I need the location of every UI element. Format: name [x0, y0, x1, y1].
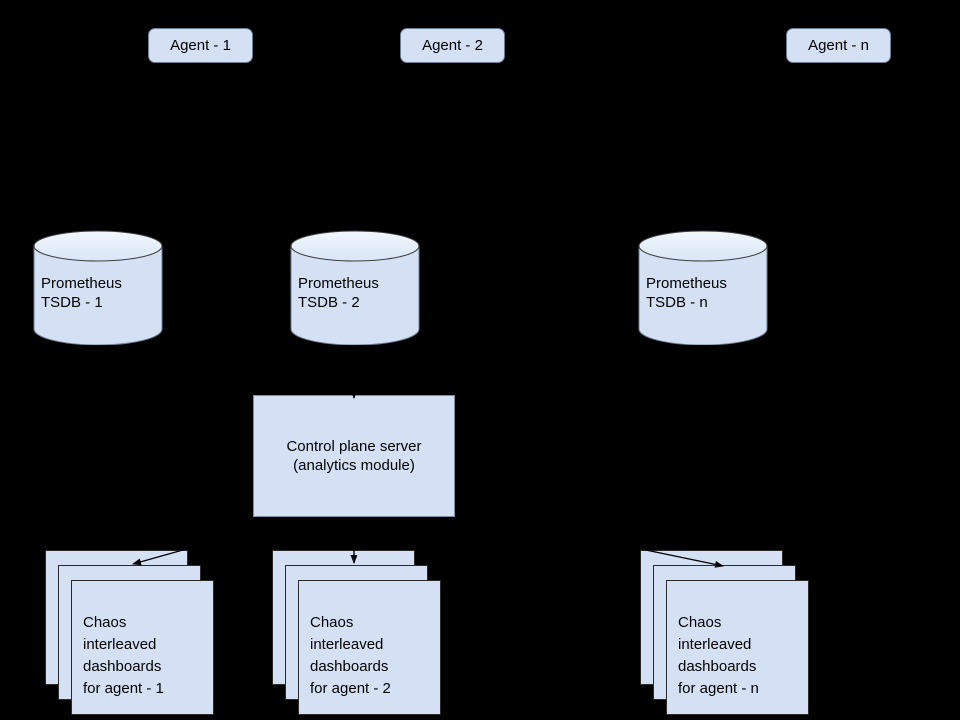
agent-label-1: Agent - 1: [170, 37, 231, 54]
agent-label-n: Agent - n: [808, 37, 869, 54]
cylinder-icon: [33, 230, 163, 345]
database-cylinder-1[interactable]: Prometheus TSDB - 1: [33, 230, 163, 345]
dashboard-card-front: [71, 580, 214, 715]
agent-box-n[interactable]: Agent - n: [786, 28, 891, 63]
dashboard-card-front: [666, 580, 809, 715]
dashboard-stack-2[interactable]: Chaos interleaved dashboards for agent -…: [272, 550, 447, 715]
agent-box-2[interactable]: Agent - 2: [400, 28, 505, 63]
control-plane-line-1: Control plane server: [286, 438, 422, 455]
agent-label-2: Agent - 2: [422, 37, 483, 54]
dashboard-stack-n[interactable]: Chaos interleaved dashboards for agent -…: [640, 550, 815, 715]
agent-box-1[interactable]: Agent - 1: [148, 28, 253, 63]
dashboard-card-front: [298, 580, 441, 715]
dashboard-stack-1[interactable]: Chaos interleaved dashboards for agent -…: [45, 550, 220, 715]
database-cylinder-n[interactable]: Prometheus TSDB - n: [638, 230, 768, 345]
cylinder-icon: [638, 230, 768, 345]
cylinder-icon: [290, 230, 420, 345]
control-plane-server-box[interactable]: Control plane server (analytics module): [253, 395, 455, 517]
database-cylinder-2[interactable]: Prometheus TSDB - 2: [290, 230, 420, 345]
control-plane-line-2: (analytics module): [293, 457, 415, 474]
